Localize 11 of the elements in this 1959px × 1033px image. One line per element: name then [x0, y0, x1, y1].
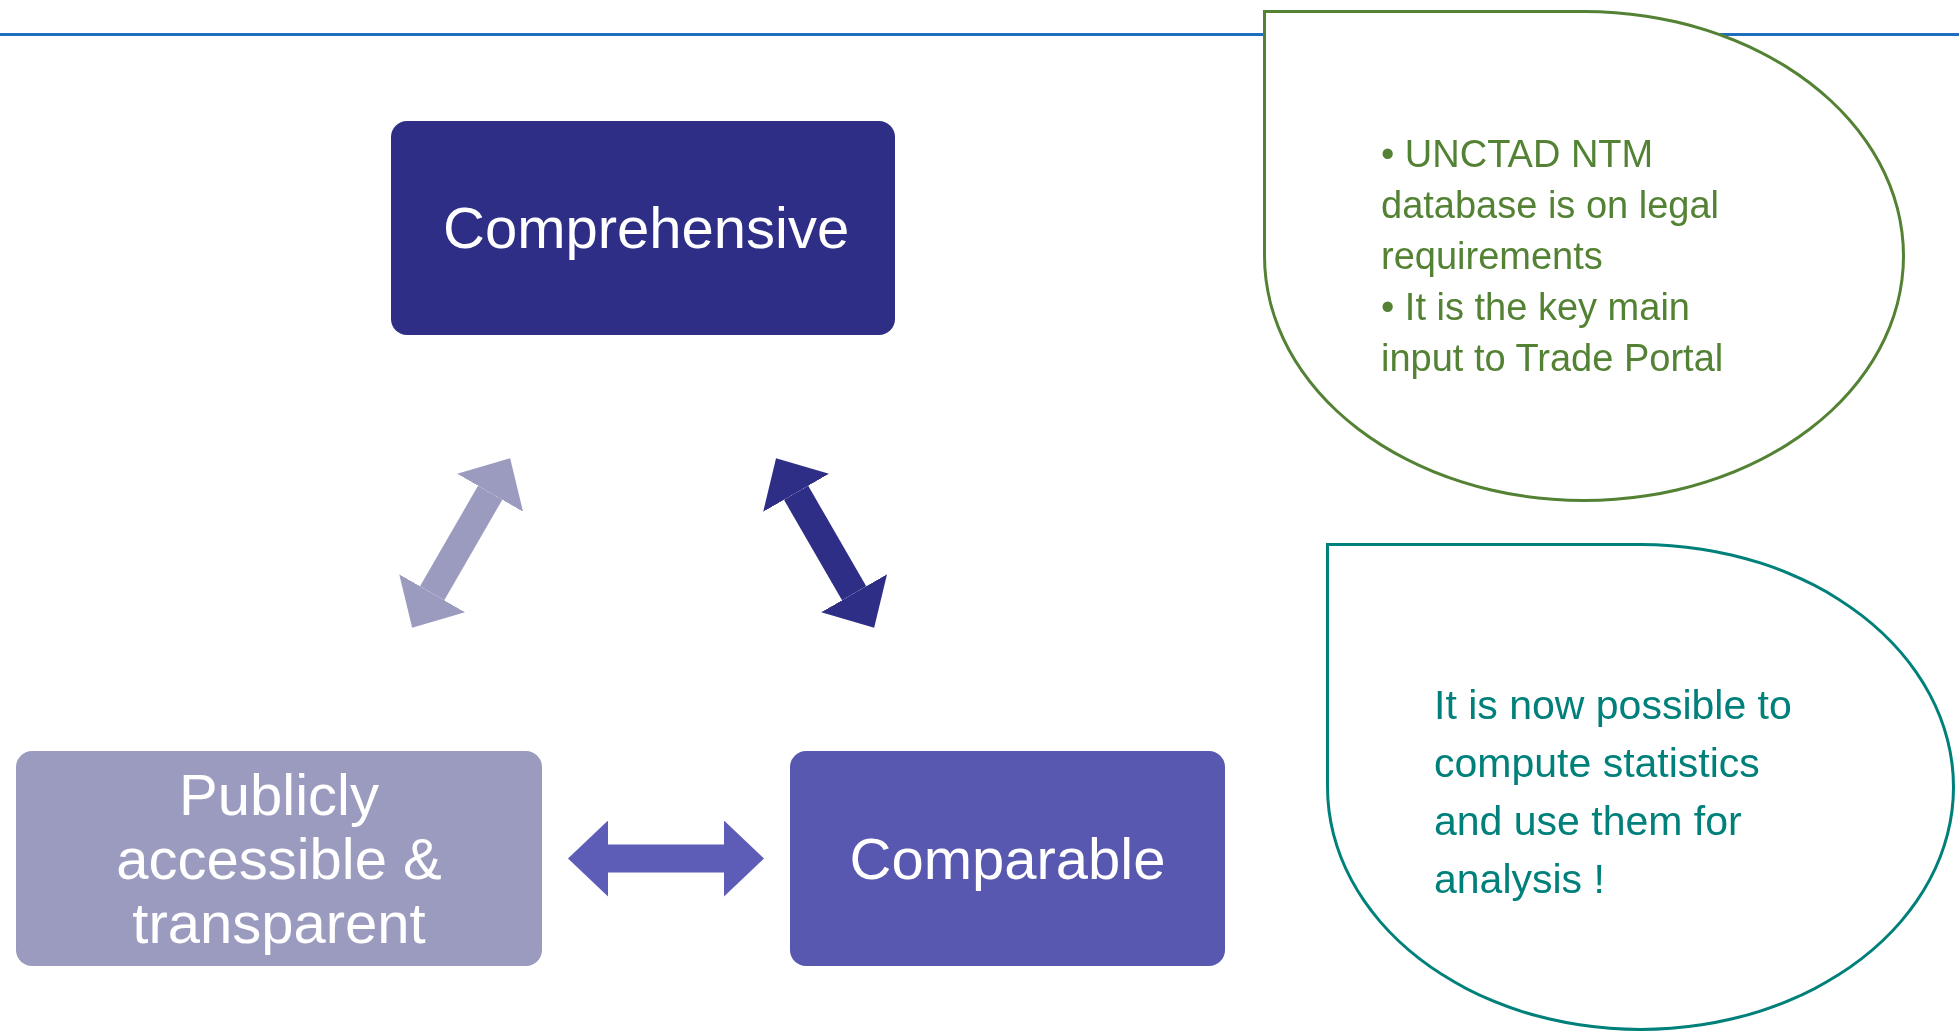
callout-text: • UNCTAD NTM database is on legal requirements	[1381, 131, 1721, 279]
process-box	[16, 751, 542, 966]
process-box	[391, 121, 895, 335]
callout-text: • It is the key main input to Trade Portal	[1381, 284, 1725, 381]
double-arrow	[399, 458, 524, 628]
box-label: Publicly accessible & transparent	[115, 762, 443, 955]
callout-text: It is now possible to compute statistics and use them for analysis !	[1434, 681, 1793, 904]
box-label: Comparable	[849, 826, 1166, 891]
double-arrow	[568, 820, 764, 897]
process-box	[790, 751, 1225, 966]
double-arrow	[763, 458, 888, 628]
